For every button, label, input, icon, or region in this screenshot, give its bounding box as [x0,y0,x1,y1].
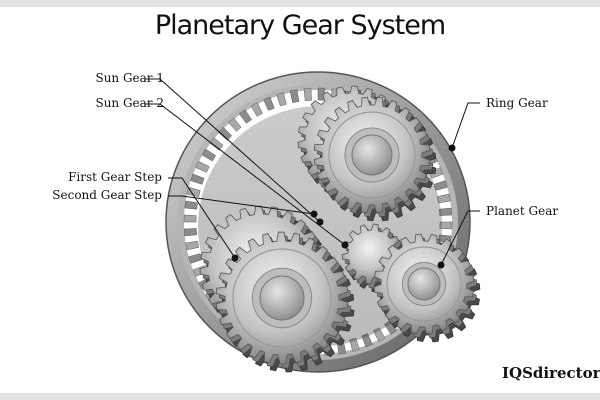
first-gear-step [215,231,355,373]
leader-sun-gear-1 [145,78,321,223]
leader-sun-gear-2 [145,103,346,246]
planet-gear-upper [297,85,437,222]
planet-gear [373,233,481,343]
dot-sun-gear-1 [316,218,324,226]
leader-ring-gear [451,102,480,149]
leader-lines [145,78,480,266]
label-sun-gear-1: Sun Gear 1 [95,71,164,85]
label-sun-gear-2: Sun Gear 2 [95,96,164,110]
dot-planet-gear [437,261,445,269]
label-second-gear-step: Second Gear Step [52,188,162,202]
diagram-title: Planetary Gear System [154,10,446,41]
leader-planet-gear [440,210,480,266]
label-ring-gear: Ring Gear [486,96,548,110]
label-planet-gear: Planet Gear [486,204,559,218]
dot-ring-gear [448,144,456,152]
iqs-directory-logo: IQSdirector [502,364,600,382]
leader-first-gear-step [168,177,236,259]
dot-first-gear-step [231,254,239,262]
leader-dots [231,144,456,269]
label-first-gear-step: First Gear Step [68,170,162,184]
leader-second-gear-step [168,195,315,215]
dot-second-gear-step [310,210,318,218]
dot-sun-gear-2 [341,241,349,249]
